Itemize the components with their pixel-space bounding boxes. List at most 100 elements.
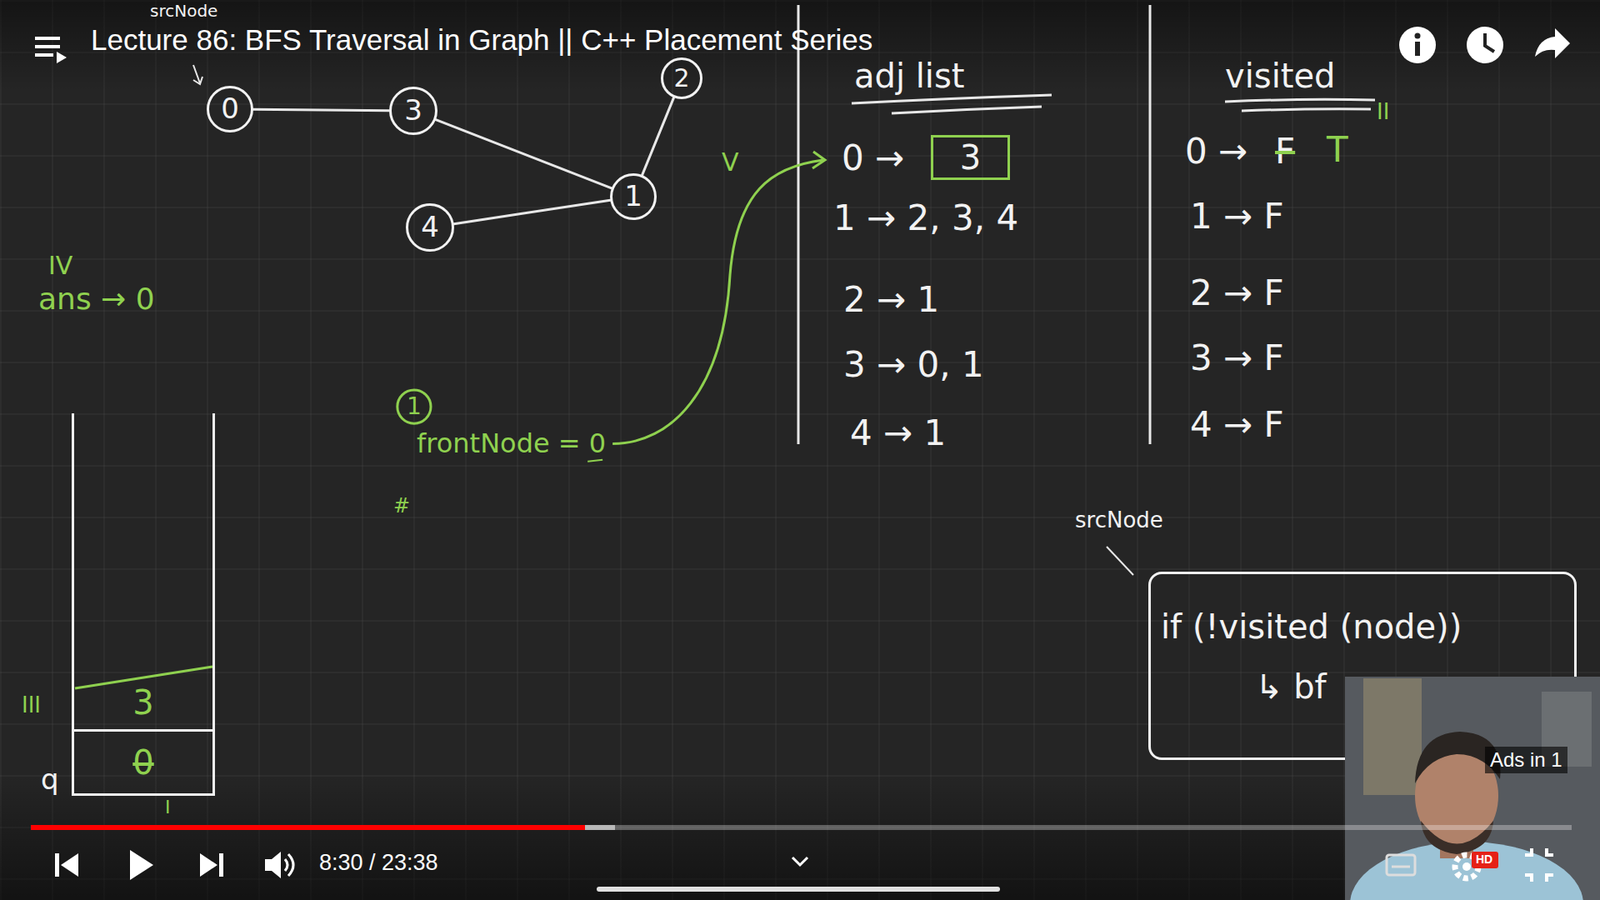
adjacency-row: 3 → 0, 1 bbox=[843, 345, 985, 385]
divider-line bbox=[797, 5, 800, 445]
step-number: IV bbox=[48, 251, 73, 281]
pointer-curve bbox=[612, 160, 824, 444]
node-text: 3 bbox=[960, 138, 981, 177]
volume-icon bbox=[265, 851, 281, 879]
underline bbox=[851, 95, 1052, 104]
visited-value: T bbox=[1326, 130, 1349, 170]
graph-edge bbox=[253, 109, 390, 110]
note-label: srcNode bbox=[1075, 508, 1164, 534]
visited-value: F bbox=[1275, 131, 1295, 172]
curtain bbox=[1363, 678, 1422, 795]
next-icon bbox=[219, 853, 224, 877]
leader-line bbox=[1106, 546, 1134, 575]
underline bbox=[1241, 109, 1371, 111]
step-number: I bbox=[165, 796, 171, 818]
subtitles-icon bbox=[1391, 865, 1410, 869]
top-shade bbox=[0, 0, 1600, 92]
note-mark: # bbox=[393, 495, 410, 519]
step-number: V bbox=[721, 148, 740, 178]
video-title: Lecture 86: BFS Traversal in Graph || C+… bbox=[90, 23, 873, 57]
arrow-head bbox=[193, 76, 203, 85]
settings-icon bbox=[1455, 855, 1479, 879]
step-number: II bbox=[1376, 100, 1390, 125]
adjacency-row: 2 → 1 bbox=[843, 280, 940, 320]
info-icon bbox=[1415, 33, 1421, 40]
node-text: 3 bbox=[404, 94, 423, 127]
node-text: 2 bbox=[673, 64, 690, 94]
adjacency-row: 0 → bbox=[841, 138, 905, 179]
node-text: ↳ bf bbox=[1255, 667, 1327, 706]
neck bbox=[1440, 825, 1474, 859]
chevron-icon bbox=[792, 857, 808, 865]
graph-vertex: 1 bbox=[610, 173, 657, 220]
play-icon bbox=[130, 850, 154, 880]
webcam-frame bbox=[1345, 676, 1600, 900]
step-number: 1 bbox=[406, 393, 422, 420]
home-indicator bbox=[596, 886, 1000, 892]
adjacency-highlight: 3 bbox=[930, 135, 1010, 180]
front-node-note: frontNode = 0 bbox=[416, 428, 606, 460]
beard bbox=[1420, 820, 1494, 855]
prev-icon bbox=[60, 853, 79, 877]
info-icon bbox=[1399, 26, 1436, 64]
queue-cell: 3 bbox=[74, 675, 213, 732]
graph-vertex: 3 bbox=[389, 86, 438, 135]
note-label: srcNode bbox=[150, 1, 218, 21]
graph-vertex: 0 bbox=[206, 85, 254, 133]
visited-row: 1 → F bbox=[1190, 196, 1285, 237]
graph-edge bbox=[454, 200, 611, 224]
graph-vertex: 2 bbox=[660, 57, 704, 100]
visited-row: 0 → bbox=[1185, 131, 1248, 172]
node-text: 1 bbox=[624, 180, 643, 213]
queue-container: q30 bbox=[71, 413, 215, 796]
menu-icon bbox=[35, 45, 60, 49]
volume-icon bbox=[285, 859, 288, 871]
graph-vertex: 4 bbox=[405, 203, 455, 252]
node-text: 0 bbox=[132, 743, 154, 782]
graph-edge bbox=[435, 120, 612, 189]
progress-track bbox=[30, 825, 1572, 830]
next-icon bbox=[200, 853, 218, 877]
clock-icon bbox=[1466, 26, 1504, 64]
visited-row: 4 → F bbox=[1190, 405, 1285, 445]
quality-badge: HD bbox=[1475, 852, 1493, 866]
adjacency-row: 1 → 2, 3, 4 bbox=[833, 198, 1019, 239]
underline bbox=[1225, 99, 1375, 102]
clock-icon bbox=[1485, 33, 1495, 52]
subtitles-icon bbox=[1386, 855, 1415, 875]
column-heading: adj list bbox=[854, 56, 965, 95]
underline bbox=[587, 460, 603, 462]
settings-icon bbox=[1462, 862, 1471, 871]
column-heading: visited bbox=[1225, 56, 1335, 95]
volume-icon bbox=[288, 854, 294, 876]
node-text: q bbox=[40, 763, 60, 796]
answer-note: ans → 0 bbox=[38, 281, 155, 316]
progress-buffer bbox=[30, 825, 615, 830]
menu-icon bbox=[56, 51, 67, 64]
hd-badge bbox=[1471, 851, 1499, 869]
node-text: 4 bbox=[420, 210, 440, 244]
step-circle bbox=[397, 390, 431, 424]
bottom-shade bbox=[0, 775, 1600, 900]
shirt bbox=[1350, 841, 1584, 900]
time-display: 8:30 / 23:38 bbox=[319, 850, 439, 876]
menu-icon bbox=[35, 36, 60, 40]
visited-row: 3 → F bbox=[1190, 338, 1285, 379]
menu-icon bbox=[35, 53, 54, 57]
underline bbox=[891, 106, 1042, 114]
queue-cell: 0 bbox=[74, 731, 213, 794]
divider-line bbox=[1149, 5, 1152, 445]
arrow-head bbox=[812, 151, 825, 169]
step-number: III bbox=[21, 693, 41, 719]
node-text: 3 bbox=[132, 683, 154, 722]
adjacency-row: 4 → 1 bbox=[850, 413, 946, 454]
code-box: if (!visited (node))↳ bf bbox=[1148, 571, 1577, 760]
info-icon bbox=[1415, 41, 1420, 56]
fullscreen-exit-icon bbox=[1525, 848, 1554, 882]
visited-row: 2 → F bbox=[1190, 273, 1285, 314]
